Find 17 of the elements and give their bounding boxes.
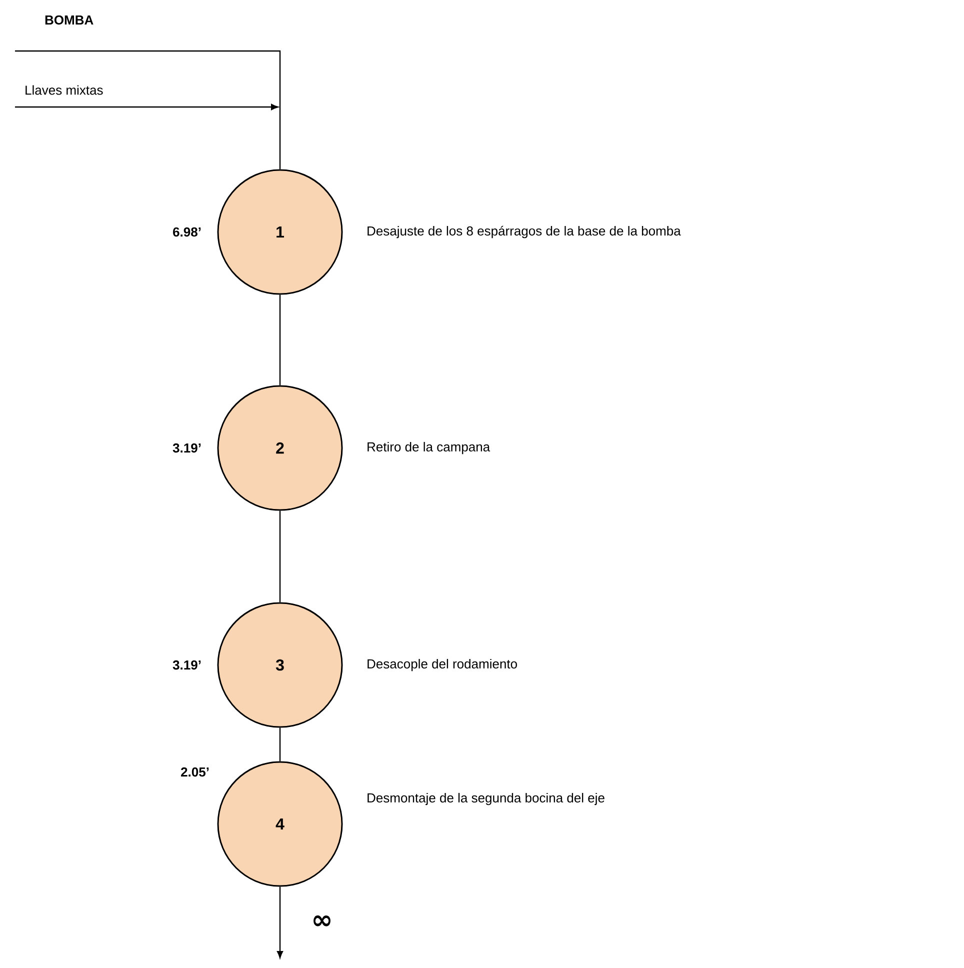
time-label: 3.19’ — [172, 443, 201, 453]
connector-line — [15, 50, 281, 170]
arrow — [276, 886, 284, 958]
edge-label: ∞ — [314, 915, 330, 926]
time-label: 6.98’ — [173, 227, 201, 237]
edge-label: Llaves mixtas — [26, 85, 103, 95]
connector-line — [279, 510, 281, 602]
connector-line — [279, 728, 281, 762]
step-description: Retiro de la campana — [368, 442, 490, 454]
time-label: 3.19’ — [172, 660, 201, 670]
step-description: Desmontaje de la segunda bocina del eje — [368, 792, 604, 806]
step-description: Desacople del rodamiento — [368, 658, 517, 672]
time-label: 2.05’ — [181, 767, 209, 777]
title: BOMBA — [45, 15, 94, 25]
arrow — [15, 104, 278, 110]
step-description: Desajuste de los 8 espárragos de la base de la bomba — [368, 226, 681, 238]
connector-line — [279, 294, 281, 386]
